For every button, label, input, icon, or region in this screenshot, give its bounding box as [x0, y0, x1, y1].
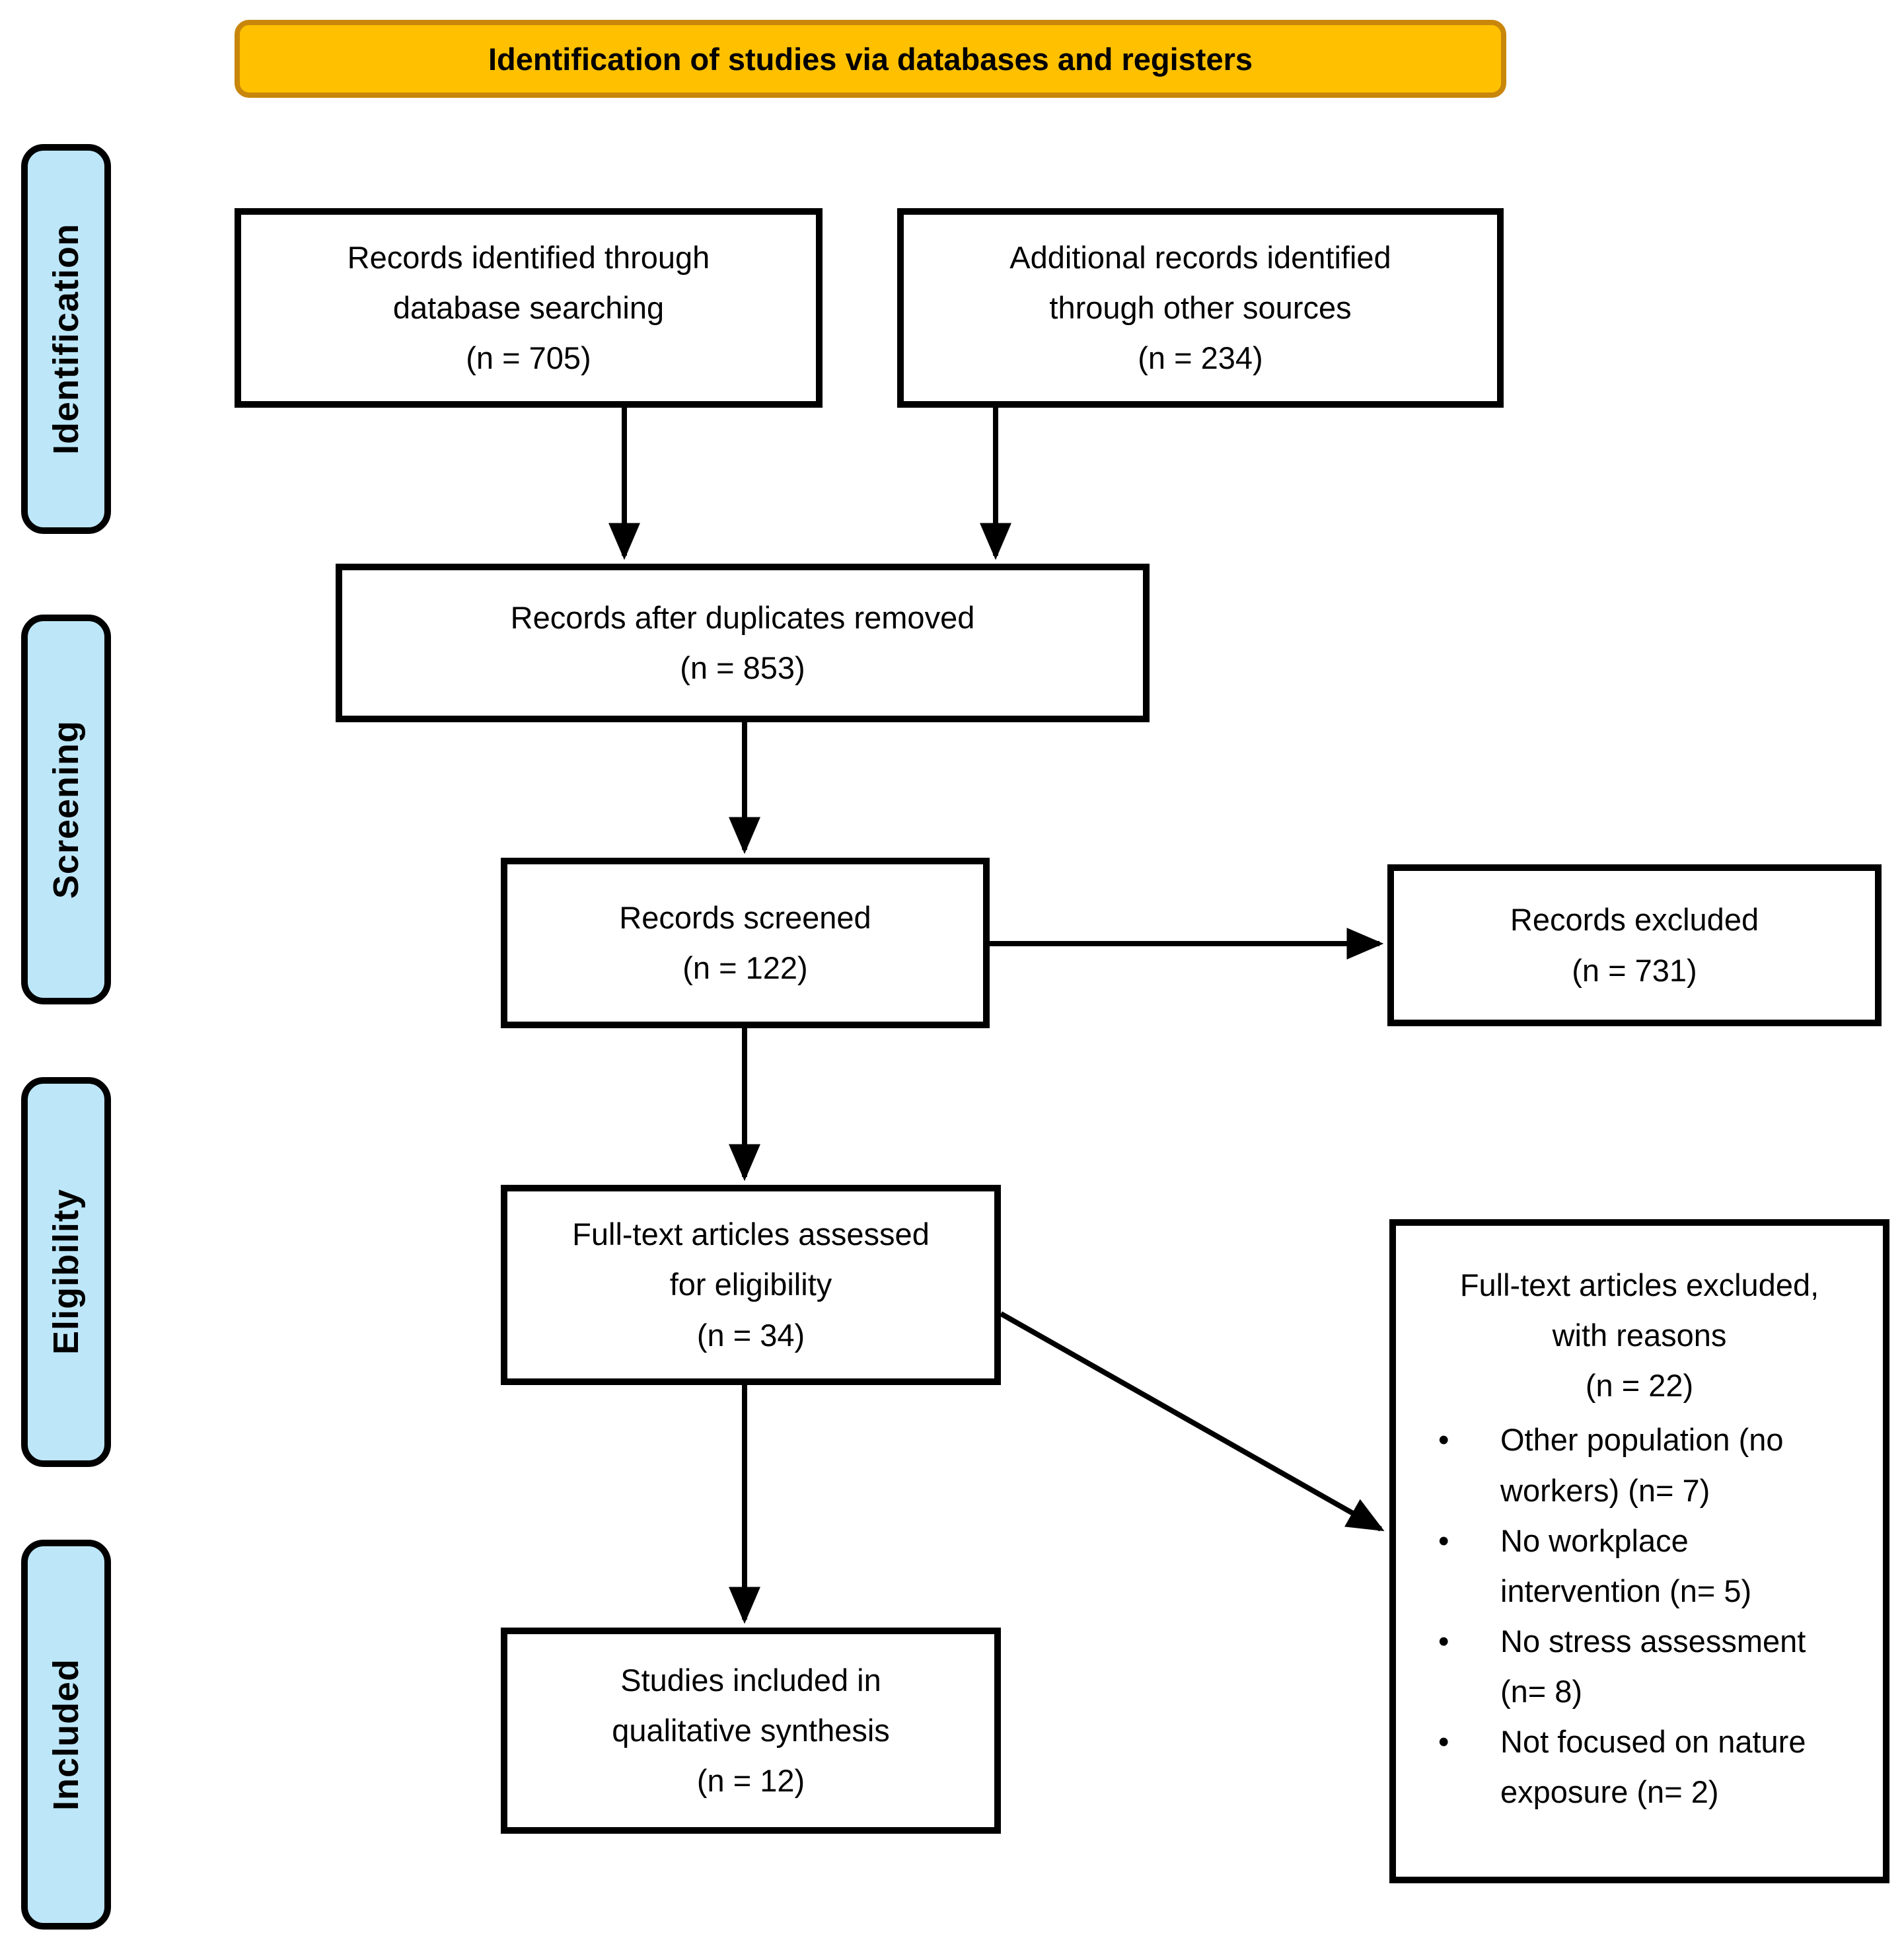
- stage-label-included-text: Included: [46, 1658, 86, 1811]
- box-records-identified: Records identified through database sear…: [235, 208, 823, 408]
- box-records-identified-count: (n = 705): [466, 340, 591, 376]
- box-records-screened-line1: Records screened: [619, 899, 871, 935]
- box-studies-included-count: (n = 12): [696, 1763, 805, 1799]
- box-records-excluded: Records excluded (n = 731): [1387, 864, 1882, 1026]
- box-records-screened-count: (n = 122): [682, 950, 808, 985]
- box-duplicates-removed-count: (n = 853): [680, 650, 805, 685]
- exclusion-reason-item: Other population (no workers) (n= 7): [1429, 1415, 1852, 1515]
- stage-label-eligibility-text: Eligibility: [46, 1189, 86, 1355]
- box-fulltext-assessed-line1: Full-text articles assessed: [572, 1217, 930, 1252]
- box-records-screened: Records screened (n = 122): [501, 858, 990, 1028]
- box-studies-included-line1: Studies included in: [620, 1662, 881, 1698]
- box-fulltext-excluded: Full-text articles excluded, with reason…: [1389, 1219, 1889, 1883]
- exclusion-reason-item: No stress assessment (n= 8): [1429, 1616, 1852, 1717]
- box-duplicates-removed-line1: Records after duplicates removed: [510, 599, 975, 635]
- box-fulltext-excluded-line2: with reasons: [1552, 1318, 1727, 1353]
- box-fulltext-assessed: Full-text articles assessed for eligibil…: [501, 1185, 1001, 1385]
- banner-title: Identification of studies via databases …: [488, 41, 1253, 77]
- box-records-excluded-count: (n = 731): [1572, 952, 1697, 988]
- box-records-identified-line1: Records identified through: [347, 239, 710, 275]
- box-fulltext-assessed-line2: for eligibility: [669, 1267, 832, 1302]
- box-records-identified-line2: database searching: [392, 289, 665, 325]
- exclusion-reason-item: Not focused on nature exposure (n= 2): [1429, 1717, 1852, 1817]
- box-additional-records-count: (n = 234): [1138, 340, 1263, 376]
- exclusion-reason-list: Other population (no workers) (n= 7) No …: [1408, 1415, 1871, 1817]
- box-studies-included-line2: qualitative synthesis: [612, 1712, 890, 1748]
- stage-label-identification: Identification: [21, 144, 111, 534]
- box-additional-records: Additional records identified through ot…: [897, 208, 1504, 408]
- banner: Identification of studies via databases …: [235, 20, 1506, 98]
- stage-label-eligibility: Eligibility: [21, 1077, 111, 1467]
- box-additional-records-line1: Additional records identified: [1009, 239, 1391, 275]
- stage-label-included: Included: [21, 1540, 111, 1930]
- box-studies-included: Studies included in qualitative synthesi…: [501, 1628, 1001, 1834]
- arrow-fulltext-to-fulltext-excluded: [1000, 1311, 1385, 1532]
- box-fulltext-excluded-count: (n = 22): [1585, 1368, 1694, 1404]
- box-fulltext-assessed-count: (n = 34): [696, 1317, 805, 1353]
- box-additional-records-line2: through other sources: [1049, 289, 1352, 325]
- box-records-excluded-line1: Records excluded: [1510, 902, 1759, 938]
- box-fulltext-excluded-line1: Full-text articles excluded,: [1459, 1267, 1819, 1302]
- stage-label-identification-text: Identification: [46, 223, 86, 455]
- box-duplicates-removed: Records after duplicates removed (n = 85…: [336, 564, 1150, 722]
- exclusion-reason-item: No workplace intervention (n= 5): [1429, 1516, 1852, 1616]
- stage-label-screening: Screening: [21, 615, 111, 1004]
- stage-label-screening-text: Screening: [46, 720, 86, 899]
